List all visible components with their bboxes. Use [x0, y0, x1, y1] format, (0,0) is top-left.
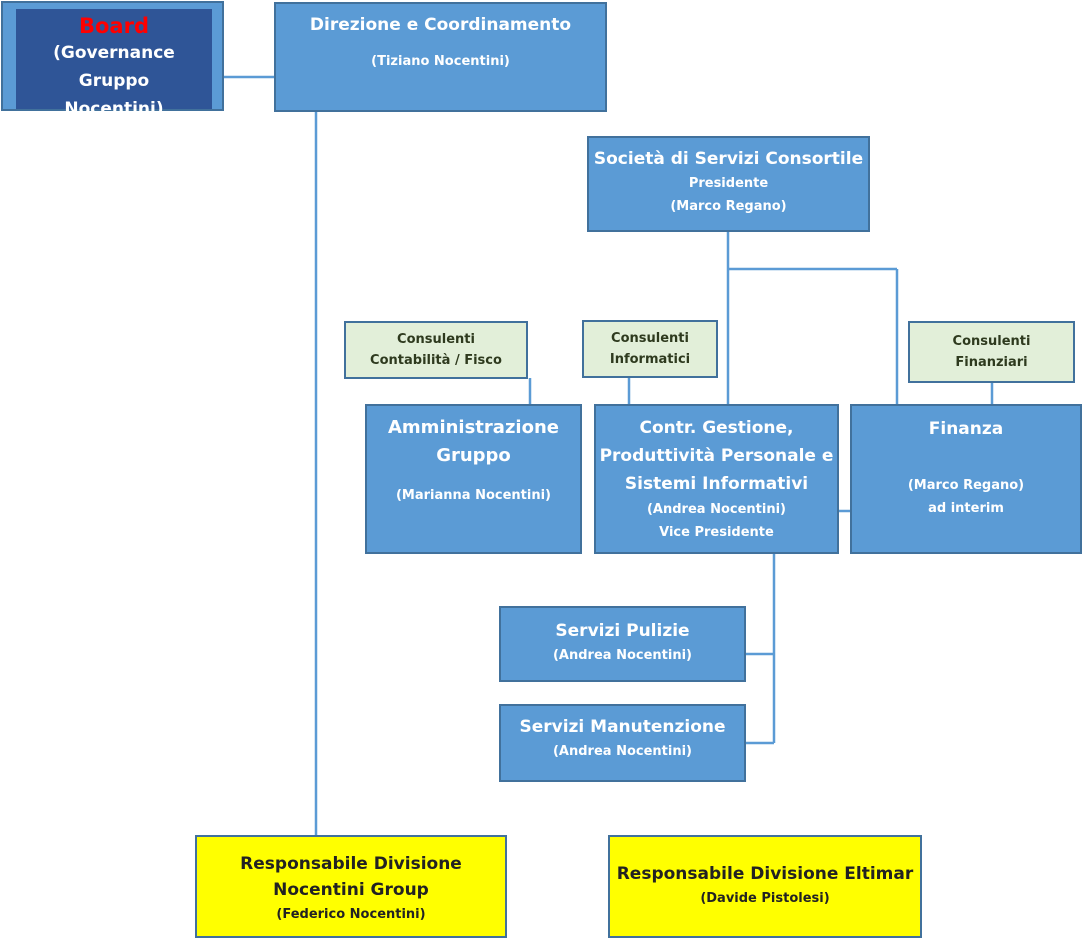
consulenti-informatici-line2: Informatici: [609, 352, 691, 367]
div-eltimar-box: Responsabile Divisione Eltimar (Davide P…: [608, 835, 922, 938]
manutenzione-person: (Andrea Nocentini): [552, 744, 692, 759]
direzione-title: Direzione e Coordinamento: [309, 15, 572, 35]
board-title: Board: [79, 14, 149, 38]
controllo-line2: Produttività Personale e: [599, 446, 834, 466]
board-subtitle-line1: (Governance Gruppo: [53, 43, 175, 91]
amministrazione-line1: Amministrazione: [388, 417, 559, 438]
pulizie-person: (Andrea Nocentini): [552, 648, 692, 663]
board-inner: Board (Governance Gruppo Nocentini): [16, 9, 212, 119]
finanza-note: ad interim: [928, 501, 1004, 516]
direzione-person: (Tiziano Nocentini): [371, 54, 510, 69]
div-nocentini-line2: Nocentini Group: [273, 880, 429, 900]
consulenti-contabilita-line1: Consulenti: [397, 332, 475, 347]
consulenti-finanziari-line2: Finanziari: [955, 355, 1028, 370]
consulenti-contabilita-line2: Contabilità / Fisco: [370, 353, 502, 368]
finanza-box: Finanza (Marco Regano) ad interim: [850, 404, 1082, 554]
finanza-person: (Marco Regano): [907, 478, 1025, 493]
consulenti-informatici-box: Consulenti Informatici: [582, 320, 718, 378]
div-nocentini-box: Responsabile Divisione Nocentini Group (…: [195, 835, 507, 938]
manutenzione-box: Servizi Manutenzione (Andrea Nocentini): [499, 704, 746, 782]
div-nocentini-line1: Responsabile Divisione: [240, 854, 462, 874]
div-eltimar-person: (Davide Pistolesi): [700, 891, 830, 906]
societa-person: (Marco Regano): [670, 199, 787, 214]
controllo-line3: Sistemi Informativi: [624, 474, 809, 494]
consulenti-finanziari-line1: Consulenti: [952, 334, 1031, 349]
consulenti-finanziari-box: Consulenti Finanziari: [908, 321, 1075, 383]
manutenzione-title: Servizi Manutenzione: [519, 717, 726, 737]
pulizie-title: Servizi Pulizie: [555, 621, 690, 641]
amministrazione-box: Amministrazione Gruppo (Marianna Nocenti…: [365, 404, 582, 554]
finanza-title: Finanza: [928, 419, 1004, 439]
societa-title: Società di Servizi Consortile: [593, 149, 864, 169]
consulenti-contabilita-box: Consulenti Contabilità / Fisco: [344, 321, 528, 379]
controllo-role: Vice Presidente: [659, 525, 774, 540]
controllo-person: (Andrea Nocentini): [646, 502, 786, 517]
consulenti-informatici-line1: Consulenti: [611, 331, 689, 346]
pulizie-box: Servizi Pulizie (Andrea Nocentini): [499, 606, 746, 682]
societa-role: Presidente: [688, 176, 769, 191]
societa-box: Società di Servizi Consortile Presidente…: [587, 136, 870, 232]
controllo-line1: Contr. Gestione,: [639, 418, 794, 438]
direzione-box: Direzione e Coordinamento (Tiziano Nocen…: [274, 2, 607, 112]
amministrazione-person: (Marianna Nocentini): [395, 488, 551, 503]
board-box: Board (Governance Gruppo Nocentini): [1, 1, 224, 119]
div-nocentini-person: (Federico Nocentini): [276, 907, 426, 922]
board-subtitle-line2: Nocentini): [64, 99, 164, 119]
div-eltimar-title: Responsabile Divisione Eltimar: [616, 864, 914, 884]
controllo-box: Contr. Gestione, Produttività Personale …: [594, 404, 839, 554]
amministrazione-line2: Gruppo: [436, 445, 511, 466]
